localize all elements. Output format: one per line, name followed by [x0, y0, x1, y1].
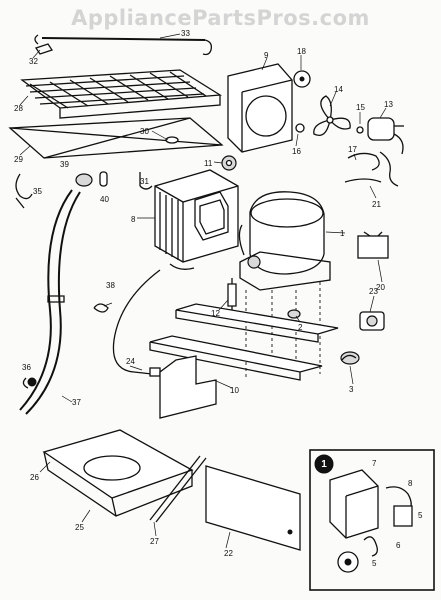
part-30-grommet: [165, 136, 179, 144]
part-12-base-rails: [149, 303, 339, 419]
callout-7: 7: [372, 459, 377, 468]
callout-21: 21: [372, 200, 381, 209]
callout-11: 11: [204, 159, 213, 168]
part-13-drier: [227, 278, 237, 312]
callout-24: 24: [126, 357, 135, 366]
callout-27: 27: [150, 537, 159, 546]
callout-25: 25: [75, 523, 84, 532]
detail-inset-box: [309, 449, 435, 591]
callout-15: 14: [334, 85, 343, 94]
part-15-fan-blade: [313, 95, 351, 137]
part-14-fan-motor: [367, 117, 404, 155]
callout-33: 33: [181, 29, 190, 38]
callout-30: 30: [140, 127, 149, 136]
part-39-plug: [75, 173, 93, 187]
callout-13: 12: [211, 309, 220, 318]
leader-lines: [19, 33, 387, 549]
part-19-grommet: [293, 70, 311, 88]
part-23-overload: [359, 311, 385, 331]
part-25-drain-pan: [42, 429, 194, 517]
callout-26: 26: [30, 473, 39, 482]
part-36-clip: [22, 377, 37, 389]
part-20-relay: [357, 231, 389, 259]
part-9-coil: [154, 169, 239, 270]
callout-20: 20: [376, 283, 385, 292]
part-21-wire: [344, 178, 382, 183]
callout-28: 28: [14, 104, 23, 113]
callout-39: 39: [60, 160, 69, 169]
part-28-condenser: [20, 69, 223, 119]
callout-labels: 33 32 28 29 30 9 18 14 15 13 16 11 17 21…: [14, 29, 423, 568]
callout-9: 8: [131, 215, 136, 224]
callout-29: 29: [14, 155, 23, 164]
callout-37: 37: [72, 398, 81, 407]
part-2-grommet: [287, 309, 301, 319]
part-11-grommet: [221, 155, 237, 171]
callout-10: 9: [264, 51, 269, 60]
part-27-rail: [149, 455, 207, 523]
part-32-clip: [34, 43, 54, 55]
callout-1: 1: [340, 229, 345, 238]
callout-8: 8: [408, 479, 413, 488]
part-10-shroud: [227, 63, 293, 153]
part-29-frame: [8, 117, 224, 159]
callout-5: 5: [372, 559, 377, 568]
part-16-clip: [356, 126, 364, 134]
callout-6: 6: [396, 541, 401, 550]
callout-22: 22: [224, 549, 233, 558]
callout-14: 13: [384, 100, 393, 109]
callout-32: 32: [29, 57, 38, 66]
callout-3: 3: [349, 385, 354, 394]
callout-35: 35: [33, 187, 42, 196]
part-38-clamp: [93, 303, 109, 313]
callout-36: 36: [22, 363, 31, 372]
part-17-nut: [295, 123, 305, 133]
part-18-bracket: [347, 151, 399, 187]
callout-18: 17: [348, 145, 357, 154]
callout-17: 16: [292, 147, 301, 156]
callout-4: 5: [418, 511, 423, 520]
part-24-cord: [112, 269, 161, 377]
part-1-compressor: [238, 191, 331, 291]
inset-marker: 1: [321, 459, 327, 470]
part-31-drain: [139, 172, 153, 190]
mounting-guides: [245, 282, 321, 380]
part-33-tube: [34, 34, 213, 56]
part-22-panel: [205, 465, 301, 551]
callout-16: 15: [356, 103, 365, 112]
callout-40: 40: [100, 195, 109, 204]
watermark-text: AppliancePartsPros.com: [71, 6, 370, 30]
callout-19: 18: [297, 47, 306, 56]
callout-2: 2: [298, 323, 303, 332]
callout-38: 38: [106, 281, 115, 290]
part-3-clip: [340, 351, 360, 365]
part-40-clip: [99, 171, 108, 187]
callout-12: 10: [230, 386, 239, 395]
part-37-hose: [19, 189, 81, 415]
part-35-clamp: [15, 173, 33, 209]
callout-23: 23: [369, 287, 378, 296]
callout-31: 31: [140, 177, 149, 186]
